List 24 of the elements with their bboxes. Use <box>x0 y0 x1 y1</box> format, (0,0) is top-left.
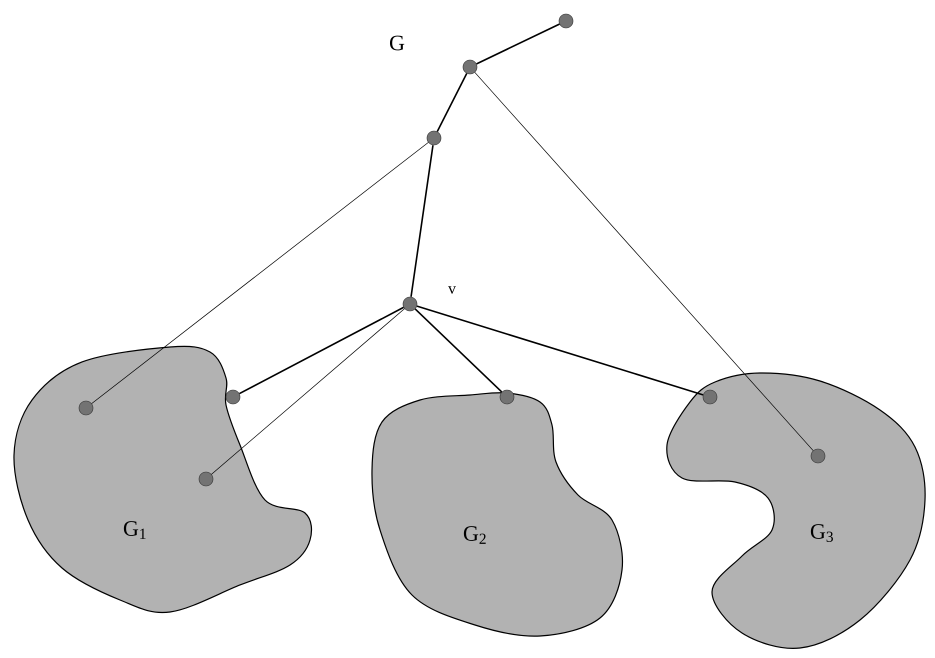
region-blob: G$_{3}$ <box>666 372 926 649</box>
edge-line <box>436 73 468 132</box>
vertex-dot <box>426 130 442 146</box>
edge-line <box>414 308 502 393</box>
edge-line <box>211 308 405 475</box>
region-blob: G$_{1}$ <box>13 346 312 614</box>
vertex-label: v <box>448 286 456 294</box>
vertex-dot <box>558 14 574 28</box>
edge-line <box>416 305 704 396</box>
vertex-dot <box>402 296 418 312</box>
edge-line <box>410 145 434 297</box>
vertex-dot <box>226 390 240 404</box>
edge-line <box>239 306 404 394</box>
edge-line <box>91 142 429 404</box>
vertex-dot <box>500 390 514 404</box>
edge-line <box>474 72 814 451</box>
graph-label: G <box>390 36 404 50</box>
region-blob: G$_{2}$ <box>371 392 624 637</box>
vertex-dot <box>702 390 718 404</box>
vertex-dot <box>198 472 214 486</box>
edge-line <box>476 23 560 65</box>
vertex-dot <box>810 448 826 464</box>
vertex-dot <box>462 60 478 74</box>
vertex-dot <box>78 400 94 416</box>
